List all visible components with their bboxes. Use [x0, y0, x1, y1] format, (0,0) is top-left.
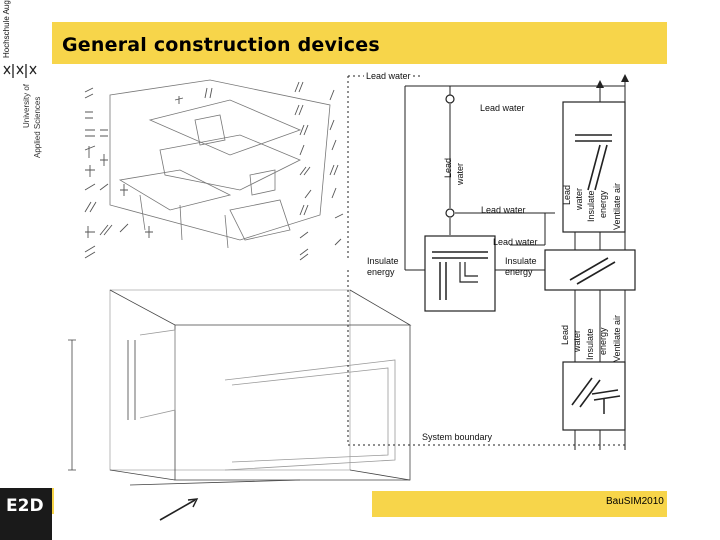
label-right-upper-energy: energy	[598, 190, 608, 218]
label-system-boundary: System boundary	[422, 432, 493, 442]
footer-logo: E2D	[6, 496, 44, 516]
university-logo-icon	[3, 64, 37, 78]
label-lead-water-top: Lead water	[364, 71, 413, 81]
page-title: General construction devices	[62, 34, 380, 56]
label-lead-water-mid: Lead water	[481, 205, 526, 215]
label-right-lower-ventilate: Ventilate air	[612, 314, 622, 362]
label-right-upper-lead: Lead	[562, 184, 572, 205]
middle-right-component-box	[544, 249, 636, 291]
lower-right-component-box	[562, 361, 626, 431]
footer-divider	[52, 488, 54, 514]
title-bar	[52, 22, 667, 64]
building-sketch	[109, 79, 331, 249]
footer-event-label: BauSIM2010	[606, 496, 664, 507]
label-right-upper-insulate: Insulate	[586, 190, 596, 222]
label-right-lower-lead: Lead	[560, 324, 570, 345]
footer-bar	[372, 491, 667, 517]
junction-circles	[445, 94, 455, 218]
label-right-upper-water: water	[574, 187, 584, 210]
label-lead-water-top-inner: Lead water	[480, 103, 525, 113]
central-component-box	[424, 235, 496, 312]
upper-right-component-box	[562, 101, 626, 233]
label-insulate-left-energy: energy	[367, 267, 395, 277]
label-right-lower-insulate: Insulate	[585, 328, 595, 360]
label-insulate-right: Insulate	[505, 256, 537, 266]
label-insulate-left: Insulate	[367, 256, 399, 266]
label-lead-water-vertical-1: Lead	[443, 157, 453, 178]
room-box-sketch	[68, 289, 412, 521]
label-right-lower-water: water	[572, 329, 582, 352]
footer-logo-block	[0, 488, 52, 540]
building-symbol-glyphs	[84, 81, 344, 261]
label-insulate-right-energy: energy	[505, 267, 533, 277]
label-right-upper-ventilate: Ventilate air	[612, 182, 622, 230]
label-lead-water-vertical-2: water	[455, 162, 465, 185]
label-right-lower-energy: energy	[598, 327, 608, 355]
arrow-heads	[596, 74, 629, 88]
label-lead-water-center: Lead water	[493, 237, 538, 247]
